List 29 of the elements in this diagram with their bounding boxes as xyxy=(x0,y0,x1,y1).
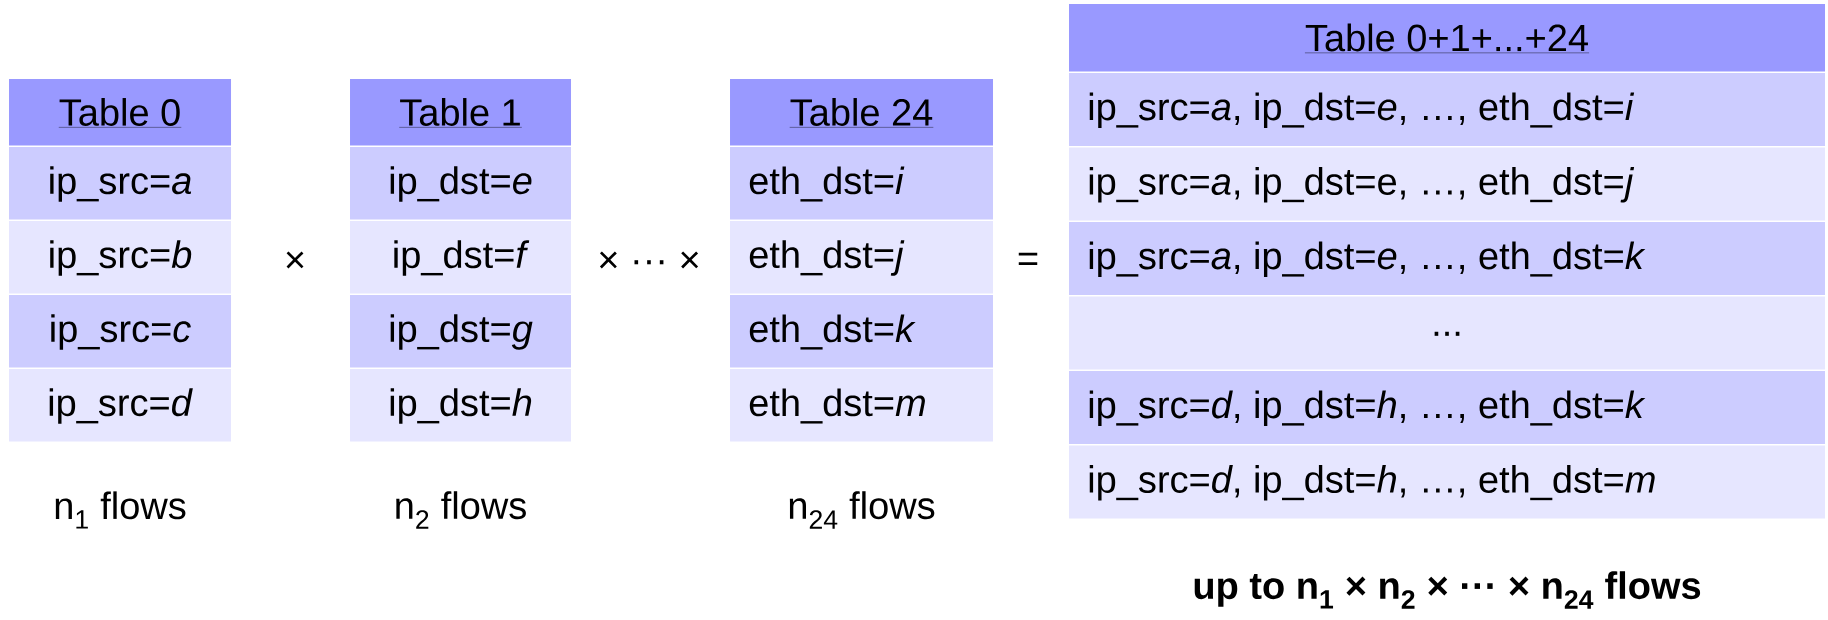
table-header: Table 0 xyxy=(9,79,231,146)
operator-symbol: = xyxy=(1018,252,1038,265)
table-row: ip_src=d, ip_dst=h, …, eth_dst=m xyxy=(1069,445,1825,519)
table-row: ... xyxy=(1069,296,1825,370)
table-row: ip_dst=f xyxy=(350,221,571,294)
table-row: ip_dst=h xyxy=(350,369,571,442)
table-row: ip_src=a, ip_dst=e, …, eth_dst=j xyxy=(1069,147,1825,221)
table-row: ip_dst=g xyxy=(350,295,571,368)
operator-symbol: × xyxy=(286,251,304,269)
table-row: eth_dst=k xyxy=(730,295,993,368)
table-row: ip_src=d, ip_dst=h, …, eth_dst=k xyxy=(1069,371,1825,444)
table-row: ip_src=a xyxy=(9,147,231,220)
caption-text: n$_{24}$ flows xyxy=(789,491,935,529)
caption-text: n$_{2}$ flows xyxy=(396,491,526,529)
operator-symbol: × ··· × xyxy=(599,251,699,269)
table-row: eth_dst=m xyxy=(730,369,993,442)
table-header: Table 24 xyxy=(730,79,993,146)
table-row: ip_src=a, ip_dst=e, …, eth_dst=i xyxy=(1069,73,1825,146)
table-row: ip_src=b xyxy=(9,221,231,294)
table-row: ip_src=a, ip_dst=e, …, eth_dst=k xyxy=(1069,222,1825,295)
table-row: ip_dst=e xyxy=(350,147,571,220)
caption-text: up to n$_{1}$ × n$_{2}$ × ··· × n$_{24}$ flows xyxy=(1194,571,1701,609)
table-row: eth_dst=j xyxy=(730,221,993,294)
caption-text: n$_{1}$ flows xyxy=(55,491,186,529)
table-header: Table 0+1+...+24 xyxy=(1069,4,1825,72)
table-row: ip_src=d xyxy=(9,369,231,442)
table-header: Table 1 xyxy=(350,79,571,146)
table-row: eth_dst=i xyxy=(730,147,993,220)
table-row: ip_src=c xyxy=(9,295,231,368)
